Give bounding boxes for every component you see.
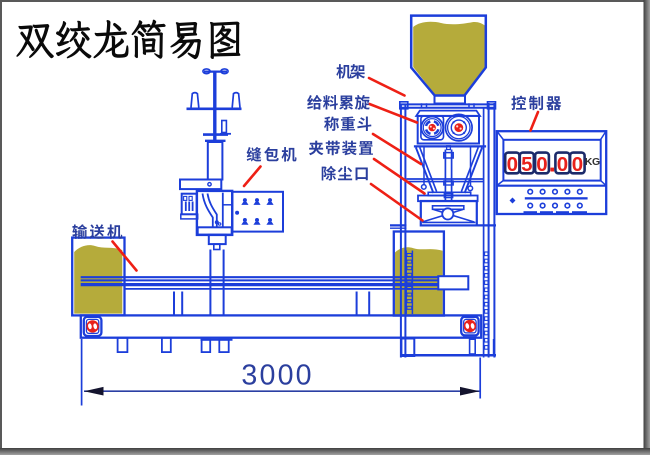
svg-text:3000: 3000: [241, 360, 313, 392]
svg-text:5: 5: [521, 153, 532, 176]
svg-text:0: 0: [507, 153, 518, 176]
svg-text:0: 0: [536, 153, 547, 176]
svg-text:KG: KG: [585, 156, 600, 168]
svg-text:0: 0: [557, 153, 568, 176]
svg-text:0: 0: [572, 153, 583, 176]
